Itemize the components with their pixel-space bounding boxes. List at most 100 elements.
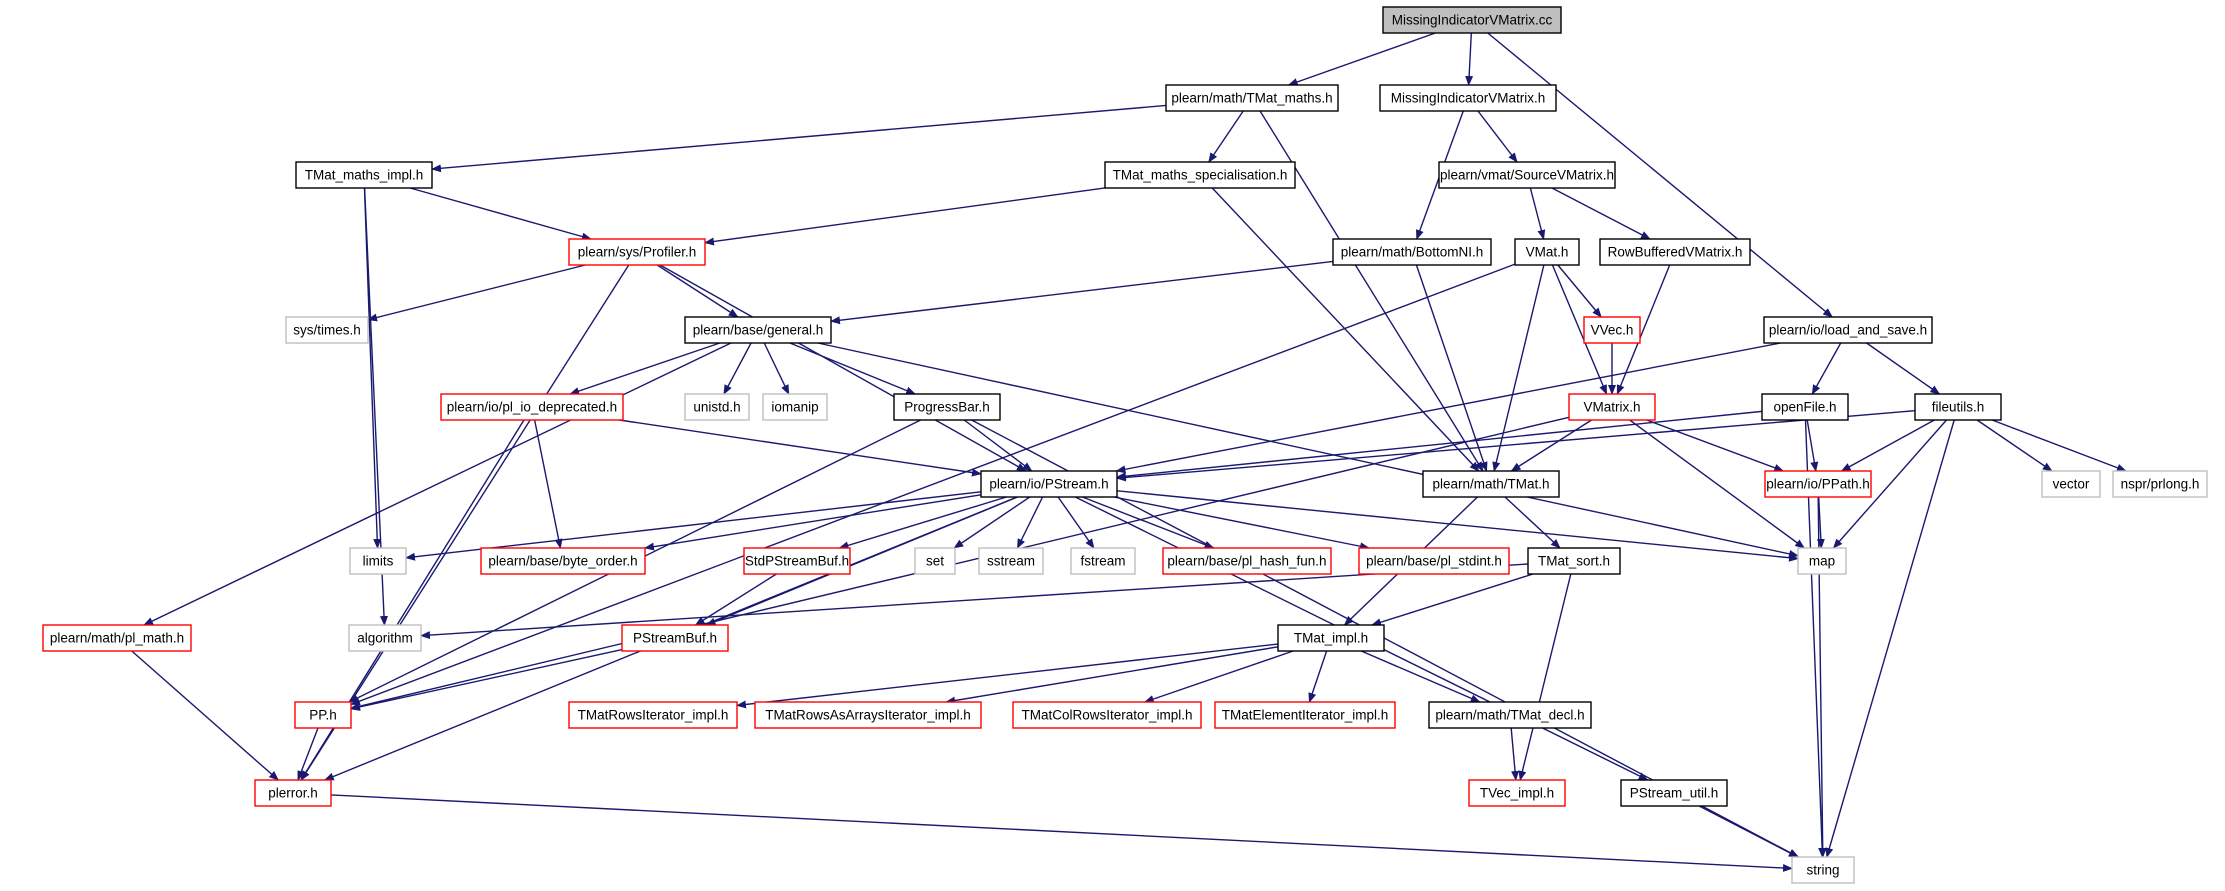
node-fstream: fstream: [1070, 547, 1136, 575]
node-label: PStream_util.h: [1630, 786, 1719, 801]
edges-layer: [131, 32, 2127, 872]
node-plerror[interactable]: plerror.h: [254, 779, 332, 807]
node-bottomni[interactable]: plearn/math/BottomNI.h: [1332, 238, 1492, 266]
node-rows_arrays_iter[interactable]: TMatRowsAsArraysIterator_impl.h: [754, 701, 982, 729]
node-pl_io_deprecated[interactable]: plearn/io/pl_io_deprecated.h: [440, 393, 624, 421]
node-label: plearn/vmat/SourceVMatrix.h: [1440, 168, 1614, 183]
node-box: [1382, 6, 1562, 34]
node-label: openFile.h: [1773, 400, 1836, 415]
edge-pstream-to-pl_hash_fun: [1082, 496, 1215, 549]
node-tmat_maths_impl[interactable]: TMat_maths_impl.h: [295, 161, 433, 189]
edge-root-to-load_and_save: [1487, 32, 1834, 318]
node-miv_h[interactable]: MissingIndicatorVMatrix.h: [1379, 84, 1557, 112]
node-label: nspr/prlong.h: [2121, 477, 2200, 492]
node-label: TVec_impl.h: [1480, 786, 1554, 801]
edge-tmat_maths_spec-to-profiler: [704, 187, 1106, 246]
edge-vmat_h-to-tmat: [1492, 264, 1545, 472]
node-rows_iter[interactable]: TMatRowsIterator_impl.h: [568, 701, 738, 729]
node-general[interactable]: plearn/base/general.h: [684, 316, 832, 344]
node-label: VVec.h: [1591, 323, 1634, 338]
node-ppath[interactable]: plearn/io/PPath.h: [1764, 470, 1872, 498]
node-box: [1358, 547, 1510, 575]
node-byte_order[interactable]: plearn/base/byte_order.h: [480, 547, 646, 575]
node-load_and_save[interactable]: plearn/io/load_and_save.h: [1763, 316, 1933, 344]
nodes-layer: MissingIndicatorVMatrix.cc plearn/math/TM…: [42, 6, 2208, 884]
edge-tmat_sort-to-tvec_impl: [1518, 573, 1572, 781]
node-vmat_h[interactable]: VMat.h: [1514, 238, 1580, 266]
node-label: plearn/io/pl_io_deprecated.h: [447, 400, 617, 415]
node-box: [1764, 470, 1872, 498]
edge-fileutils-to-prlong: [1991, 419, 2127, 472]
node-pstream[interactable]: plearn/io/PStream.h: [980, 470, 1118, 498]
node-fileutils[interactable]: fileutils.h: [1914, 393, 2002, 421]
edge-pstream-to-pl_stdint: [1113, 496, 1370, 551]
edge-pl_io_deprecated-to-pstream: [619, 419, 982, 477]
edge-profiler-to-general: [656, 264, 739, 318]
edge-tmat_maths_impl-to-profiler: [409, 187, 592, 241]
node-box: [1761, 393, 1849, 421]
node-colrows_iter[interactable]: TMatColRowsIterator_impl.h: [1012, 701, 1202, 729]
edge-ppath-to-map: [1816, 496, 1825, 549]
node-label: VMat.h: [1526, 245, 1569, 260]
node-tvec_impl[interactable]: TVec_impl.h: [1468, 779, 1566, 807]
node-stdpstreambuf[interactable]: StdPStreamBuf.h: [743, 547, 851, 575]
node-algorithm: algorithm: [348, 624, 422, 652]
edge-pstream-to-byte_order: [644, 494, 982, 551]
node-tmat[interactable]: plearn/math/TMat.h: [1422, 470, 1560, 498]
edge-stdpstreambuf-to-pstreambuf: [694, 573, 777, 626]
node-pl_math[interactable]: plearn/math/pl_math.h: [42, 624, 192, 652]
node-pl_hash_fun[interactable]: plearn/base/pl_hash_fun.h: [1162, 547, 1332, 575]
edge-plerror-to-string: [330, 794, 1793, 872]
node-sourcevmatrix[interactable]: plearn/vmat/SourceVMatrix.h: [1438, 161, 1616, 189]
node-box: [1599, 238, 1751, 266]
node-box: [348, 624, 422, 652]
edge-tmat_maths-to-tmat_maths_spec: [1208, 110, 1244, 163]
node-profiler[interactable]: plearn/sys/Profiler.h: [568, 238, 706, 266]
edge-pstream-to-set: [953, 496, 1031, 549]
node-box: [914, 547, 956, 575]
edge-sourcevmatrix-to-vmat_h: [1529, 187, 1546, 240]
node-box: [480, 547, 646, 575]
node-box: [1012, 701, 1202, 729]
node-box: [440, 393, 624, 421]
node-label: plearn/base/general.h: [693, 323, 824, 338]
edge-tmat_decl-to-tvec_impl: [1510, 727, 1520, 781]
edge-root-to-miv_h: [1465, 32, 1474, 86]
node-pstream_util[interactable]: PStream_util.h: [1620, 779, 1728, 807]
node-label: plearn/math/TMat_decl.h: [1435, 708, 1584, 723]
node-pstreambuf[interactable]: PStreamBuf.h: [621, 624, 729, 652]
node-tmat_impl[interactable]: TMat_impl.h: [1277, 624, 1385, 652]
node-progressbar[interactable]: ProgressBar.h: [893, 393, 1001, 421]
node-tmat_decl[interactable]: plearn/math/TMat_decl.h: [1428, 701, 1592, 729]
node-box: [743, 547, 851, 575]
edge-pstream-to-sstream: [1016, 496, 1044, 549]
node-vvec[interactable]: VVec.h: [1583, 316, 1641, 344]
edge-pstream-to-limits: [405, 491, 982, 561]
node-box: [568, 701, 738, 729]
node-vmatrix[interactable]: VMatrix.h: [1568, 393, 1656, 421]
node-prlong: nspr/prlong.h: [2112, 470, 2208, 498]
node-label: TMat_maths_impl.h: [305, 168, 424, 183]
node-pl_stdint[interactable]: plearn/base/pl_stdint.h: [1358, 547, 1510, 575]
node-label: sys/times.h: [293, 323, 361, 338]
edge-openfile-to-pstream: [1116, 410, 1763, 481]
edge-pstreambuf-to-pp_h: [350, 648, 623, 711]
node-tmat_maths[interactable]: plearn/math/TMat_maths.h: [1165, 84, 1339, 112]
node-label: TMatColRowsIterator_impl.h: [1021, 708, 1192, 723]
node-label: set: [926, 554, 944, 569]
node-unistd: unistd.h: [684, 393, 750, 421]
node-elem_iter[interactable]: TMatElementIterator_impl.h: [1214, 701, 1396, 729]
node-tmat_sort[interactable]: TMat_sort.h: [1527, 547, 1621, 575]
node-openfile[interactable]: openFile.h: [1761, 393, 1849, 421]
node-box: [1583, 316, 1641, 344]
node-box: [1379, 84, 1557, 112]
edge-pstream-to-map: [1116, 490, 1799, 562]
node-pp_h[interactable]: PP.h: [294, 701, 352, 729]
node-rowbuffered[interactable]: RowBufferedVMatrix.h: [1599, 238, 1751, 266]
node-label: VMatrix.h: [1583, 400, 1640, 415]
node-root[interactable]: MissingIndicatorVMatrix.cc: [1382, 6, 1562, 34]
node-tmat_maths_spec[interactable]: TMat_maths_specialisation.h: [1104, 161, 1296, 189]
node-label: iomanip: [771, 400, 818, 415]
edge-load_and_save-to-pstream: [1115, 342, 1781, 474]
